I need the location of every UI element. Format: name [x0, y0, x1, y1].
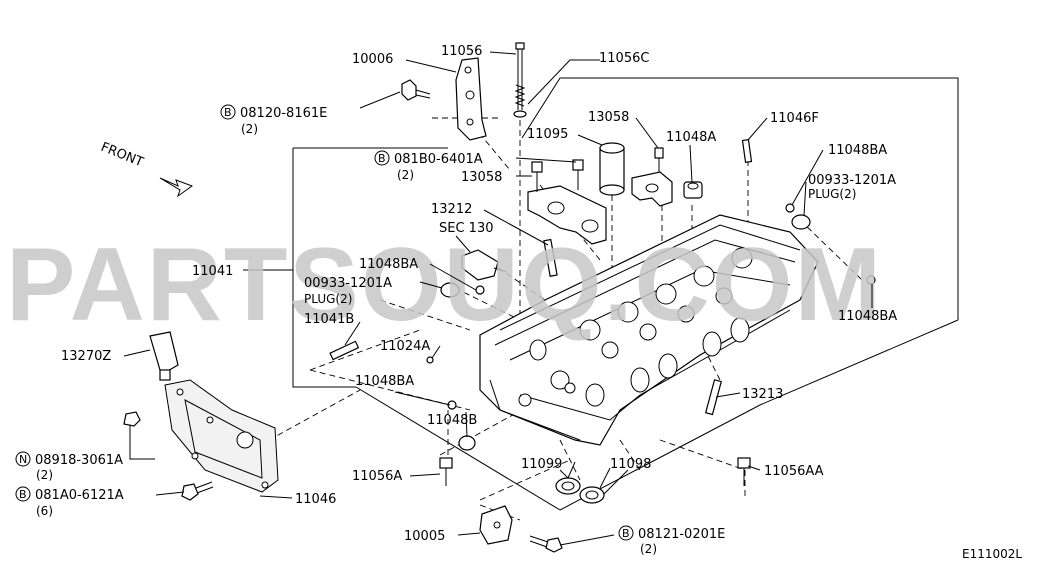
label-081A0-6121A: 081A0-6121A [35, 488, 124, 503]
part-11095-pipe [599, 142, 625, 196]
label-11056AA: 11056AA [764, 464, 824, 479]
label-08121-0201E: 08121-0201E [638, 527, 725, 542]
label-08918-3061A: 08918-3061A [35, 453, 123, 468]
label-11095: 11095 [527, 127, 568, 142]
part-11048B-seal [458, 435, 476, 451]
b-circle-081B0 [374, 150, 390, 166]
label-11046: 11046 [295, 492, 336, 507]
callout-labels: 10006 11056 11056C B 08120-8161E (2) 130… [15, 44, 1022, 561]
exhaust-ports [630, 317, 750, 393]
label-00933-1201A-right: 00933-1201A [808, 173, 896, 188]
part-11056AA-bolt [737, 457, 751, 486]
label-13212: 13212 [431, 202, 472, 217]
part-081A0-bolt [181, 481, 214, 501]
part-11098-seal [579, 486, 605, 504]
part-08918-nut [123, 411, 141, 427]
label-11048A: 11048A [666, 130, 716, 145]
part-08120-bolt [401, 79, 431, 101]
label-11048B: 11048B [427, 413, 477, 428]
label-11056: 11056 [441, 44, 482, 59]
front-direction-indicator: FRONT [99, 140, 194, 198]
part-11041B-stud [329, 340, 360, 361]
part-11048BA-right-plug [866, 275, 876, 285]
label-081B0-6401A: 081B0-6401A [394, 152, 483, 167]
n-circle-08918 [15, 451, 31, 467]
qty-08918: (2) [36, 468, 53, 482]
part-13058-cam-bracket-upper [631, 147, 673, 207]
qty-08121: (2) [640, 542, 657, 556]
part-10006-bracket [455, 57, 487, 141]
label-13058-top: 13058 [588, 110, 629, 125]
part-plug-right [785, 203, 811, 230]
part-11046F-pin [741, 139, 753, 163]
part-13213-stud [704, 379, 722, 416]
label-10006: 10006 [352, 52, 393, 67]
label-00933-1201A-left: 00933-1201A [304, 276, 392, 291]
part-11099-seal [555, 477, 581, 495]
watermark: PARTSOUQ.COM [6, 227, 883, 343]
label-13213: 13213 [742, 387, 783, 402]
b-circle-08120 [220, 104, 236, 120]
part-sec130-sensor [461, 249, 507, 281]
label-11048BA-low: 11048BA [355, 374, 414, 389]
b-prefix-081A0: B [19, 488, 27, 501]
qty-081A0: (6) [36, 504, 53, 518]
label-11098: 11098 [610, 457, 651, 472]
label-sec-130: SEC 130 [439, 221, 494, 236]
part-13270Z-tube [149, 331, 179, 381]
b-prefix-08120: B [224, 106, 232, 119]
label-11048BA-top: 11048BA [828, 143, 887, 158]
part-13212-stud [543, 238, 558, 277]
label-11046F: 11046F [770, 111, 819, 126]
assembly-frame-lines [243, 77, 959, 511]
qty-081B0: (2) [397, 168, 414, 182]
label-08120-8161E: 08120-8161E [240, 106, 327, 121]
cylinder-head [479, 214, 819, 446]
part-11056-bolt [513, 42, 527, 118]
part-10005-bracket [479, 505, 513, 545]
label-11048BA-mid: 11048BA [359, 257, 418, 272]
n-prefix-08918: N [19, 453, 27, 466]
part-11024A-dowel [426, 356, 434, 364]
label-11056A: 11056A [352, 469, 402, 484]
part-11048A-grommet [683, 181, 703, 199]
label-13058-lower: 13058 [461, 170, 502, 185]
b-circle-081A0 [15, 486, 31, 502]
label-11024A: 11024A [380, 339, 430, 354]
front-label: FRONT [99, 140, 146, 171]
part-plug-left [440, 282, 485, 298]
b-prefix-08121: B [622, 527, 630, 540]
label-13270Z: 13270Z [61, 349, 111, 364]
part-13058-cam-bracket-lower [527, 159, 607, 245]
diagram-code: E111002L [962, 547, 1022, 561]
plug-right: PLUG(2) [808, 187, 856, 201]
label-11056C: 11056C [599, 51, 649, 66]
label-10005: 10005 [404, 529, 445, 544]
plug-left: PLUG(2) [304, 292, 352, 306]
part-11046-cover [164, 379, 279, 493]
cam-journals [579, 247, 753, 359]
label-leaders [123, 51, 873, 546]
qty-08120: (2) [241, 122, 258, 136]
label-11048BA-right: 11048BA [838, 309, 897, 324]
b-circle-08121 [618, 525, 634, 541]
part-11056A-bolt [439, 457, 453, 486]
front-ports [518, 339, 605, 407]
label-11041B: 11041B [304, 312, 354, 327]
b-prefix-081B0: B [378, 152, 386, 165]
label-11099: 11099 [521, 457, 562, 472]
part-08121-bolt [529, 535, 563, 553]
label-11041: 11041 [192, 264, 233, 279]
